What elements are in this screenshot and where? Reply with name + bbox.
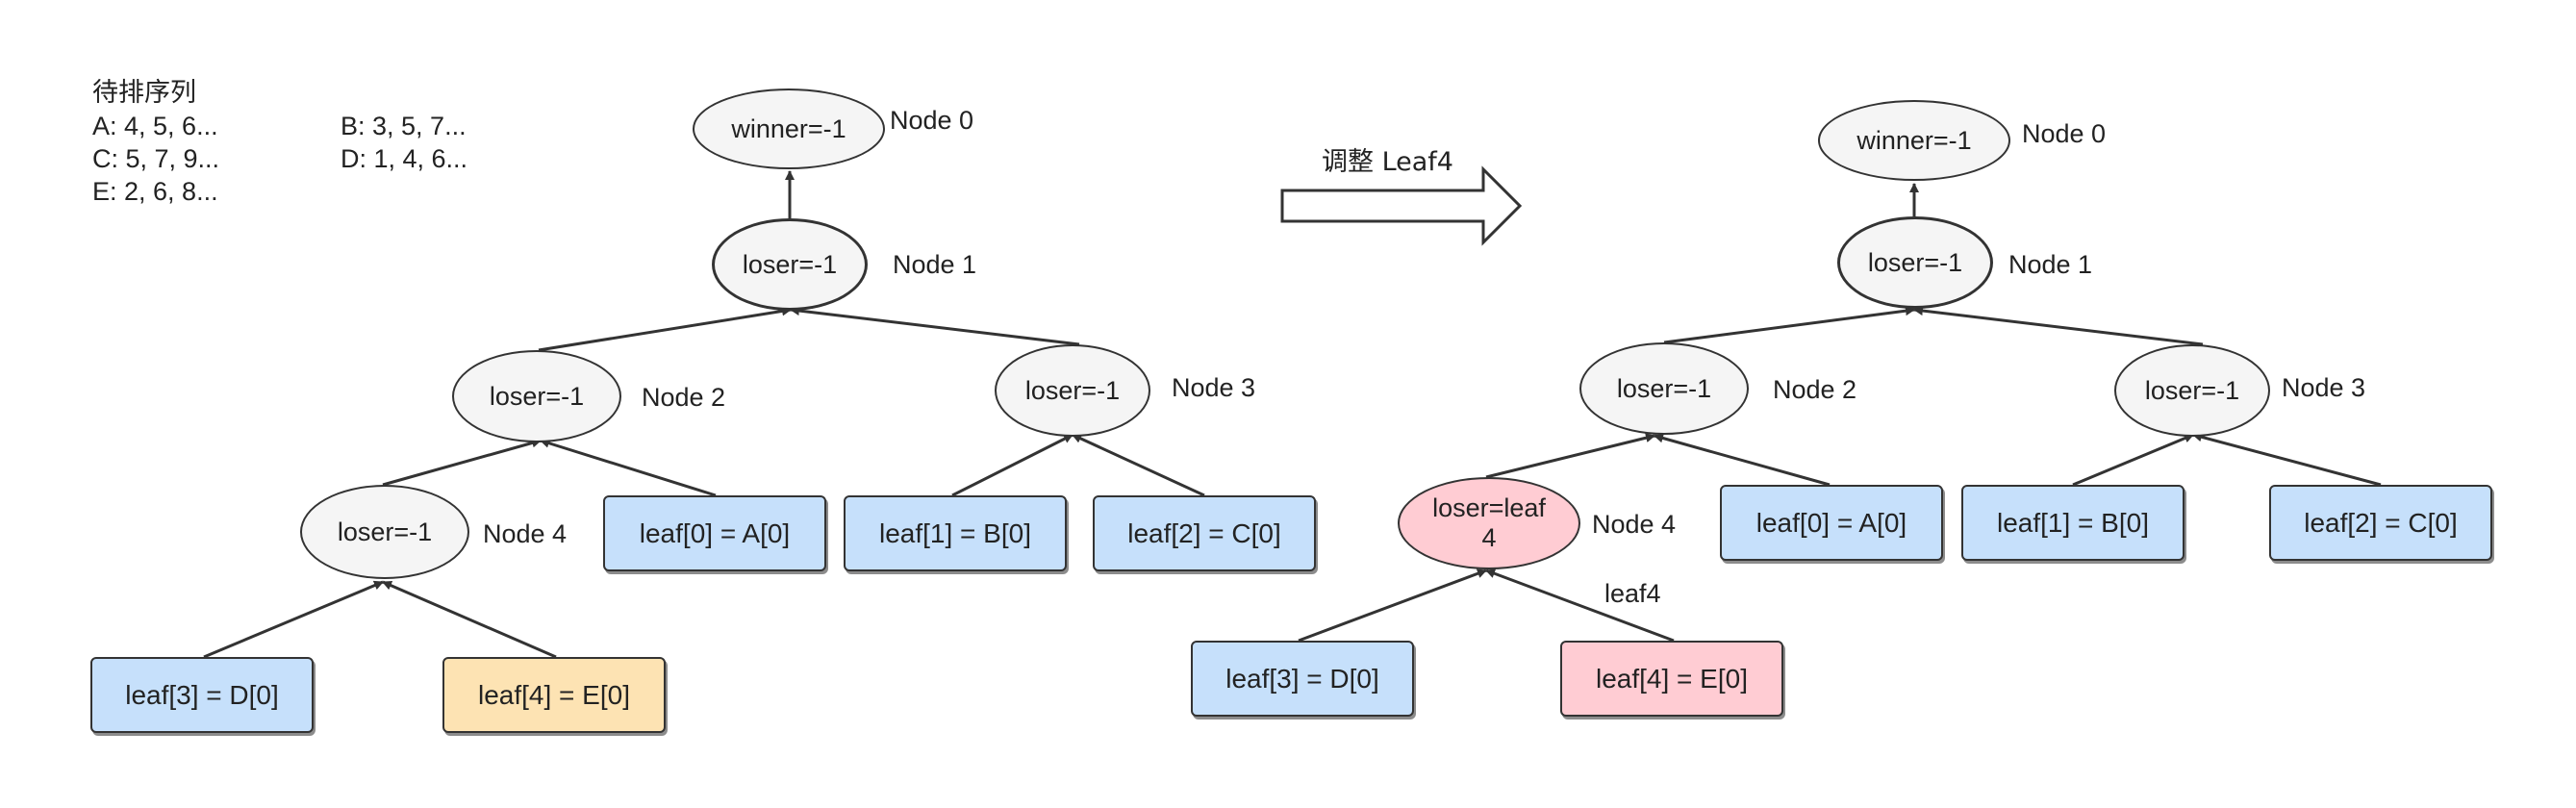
edge-leaf0-node2-right: [1654, 433, 1831, 487]
leaf2-box-right: leaf[2] = C[0]: [2269, 485, 2492, 561]
edge-leaf2-node3: [1072, 433, 1205, 497]
leaf2-box: leaf[2] = C[0]: [1093, 495, 1316, 571]
edge-leaf3-node4-right: [1298, 568, 1487, 643]
node2-label-right: Node 2: [1773, 375, 1857, 404]
legend-seq-e: E: 2, 6, 8...: [92, 177, 218, 206]
leaf4-box: leaf[4] = E[0]: [442, 657, 666, 733]
edge-leaf1-node3-right: [2072, 433, 2194, 487]
legend-seq-b: B: 3, 5, 7...: [341, 112, 467, 140]
leaf1-box-right: leaf[1] = B[0]: [1961, 485, 2185, 561]
node1-loser: loser=-1: [712, 218, 868, 311]
node4-loser: loser=-1: [300, 485, 469, 579]
leaf3-box: leaf[3] = D[0]: [90, 657, 314, 733]
edge-node2-node1: [538, 306, 792, 352]
node0-label: Node 0: [890, 106, 974, 135]
leaf0-box: leaf[0] = A[0]: [603, 495, 826, 571]
legend-title: 待排序列: [92, 78, 196, 108]
edge-leaf3-node4: [203, 580, 384, 659]
legend-row: A: 4, 5, 6... B: 3, 5, 7...: [92, 110, 467, 142]
edge-node4-node2: [382, 438, 542, 487]
node2-loser: loser=-1: [452, 350, 621, 442]
edge-node4-node2-right: [1485, 433, 1655, 479]
leaf0-box-right: leaf[0] = A[0]: [1720, 485, 1943, 561]
edge-node2-node1-right: [1663, 306, 1915, 344]
legend-row: C: 5, 7, 9... D: 1, 4, 6...: [92, 142, 467, 175]
node3-label-right: Node 3: [2282, 373, 2366, 402]
node4-label-right: Node 4: [1592, 510, 1677, 539]
node4-label: Node 4: [483, 519, 568, 548]
legend-seq-a: A: 4, 5, 6...: [92, 112, 218, 140]
node0-winner: winner=-1: [693, 88, 885, 169]
node0-winner-right: winner=-1: [1818, 100, 2010, 181]
sequence-legend: 待排序列 A: 4, 5, 6... B: 3, 5, 7... C: 5, 7…: [92, 77, 467, 208]
step-label: 调整 Leaf4: [1322, 147, 1453, 177]
legend-row: E: 2, 6, 8...: [92, 175, 218, 208]
edge-leaf1-node3: [951, 433, 1073, 497]
node1-label-right: Node 1: [2008, 250, 2093, 279]
node1-loser-right: loser=-1: [1837, 216, 1993, 309]
node3-label: Node 3: [1172, 373, 1256, 402]
node0-label-right: Node 0: [2022, 119, 2107, 148]
node1-label: Node 1: [893, 250, 977, 279]
leaf3-box-right: leaf[3] = D[0]: [1191, 641, 1414, 717]
node4-loser-right: loser=leaf 4: [1398, 477, 1580, 569]
leaf4-box-right: leaf[4] = E[0]: [1560, 641, 1783, 717]
legend-seq-c: C: 5, 7, 9...: [92, 144, 220, 173]
edge-leaf0-node2: [540, 438, 717, 497]
edge-leaf4-node4: [382, 580, 557, 659]
edge-node3-node1-right: [1913, 306, 2204, 346]
transition-arrow: [1280, 165, 1523, 246]
leaf1-box: leaf[1] = B[0]: [844, 495, 1067, 571]
leaf4-edge-label: leaf4: [1604, 579, 1661, 608]
node3-loser: loser=-1: [995, 344, 1150, 437]
legend-seq-d: D: 1, 4, 6...: [341, 144, 468, 173]
edge-node3-node1: [790, 306, 1080, 346]
edge-leaf4-node4-right: [1485, 568, 1675, 643]
node2-loser-right: loser=-1: [1579, 342, 1749, 435]
node2-label: Node 2: [642, 383, 726, 412]
edge-leaf2-node3-right: [2192, 432, 2382, 487]
node3-loser-right: loser=-1: [2114, 344, 2270, 437]
